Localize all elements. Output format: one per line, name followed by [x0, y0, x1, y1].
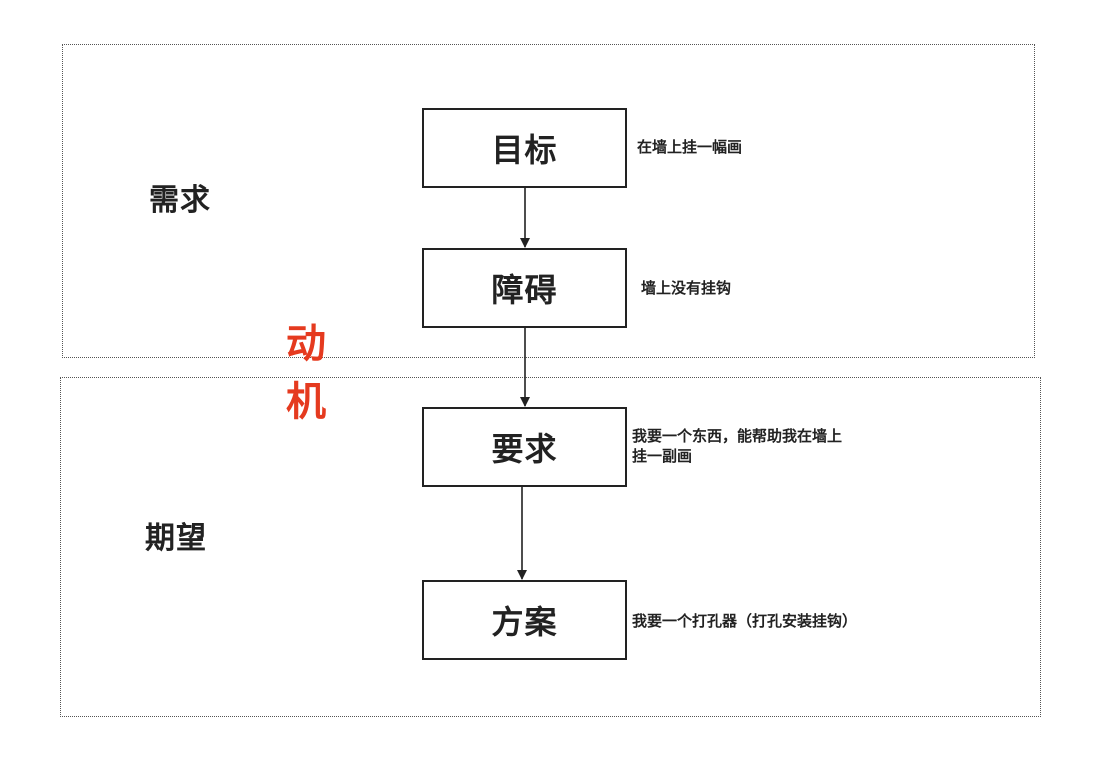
expectation-region-label: 期望	[145, 521, 207, 556]
obstacle-note: 墙上没有挂钩	[641, 279, 732, 297]
goal-box-label: 目标	[491, 131, 558, 169]
request-note-line-1: 我要一个东西，能帮助我在墙上	[632, 427, 843, 445]
solution-box-label: 方案	[491, 603, 558, 641]
obstacle-box-label: 障碍	[491, 271, 558, 309]
goal-note: 在墙上挂一幅画	[637, 138, 743, 156]
solution-box: 方案	[422, 580, 627, 660]
need-region	[62, 44, 1035, 358]
goal-box: 目标	[422, 108, 627, 188]
solution-note: 我要一个打孔器（打孔安装挂钩）	[632, 612, 858, 630]
request-box-label: 要求	[491, 430, 558, 468]
need-region-label: 需求	[149, 183, 211, 218]
obstacle-box: 障碍	[422, 248, 627, 328]
request-note-line-2: 挂一副画	[632, 447, 693, 465]
expectation-region	[60, 377, 1041, 717]
motive-label-char-1: 动	[286, 321, 326, 367]
request-note: 我要一个东西，能帮助我在墙上 挂一副画	[632, 426, 892, 466]
motive-label-char-2: 机	[286, 379, 326, 425]
request-box: 要求	[422, 407, 627, 487]
